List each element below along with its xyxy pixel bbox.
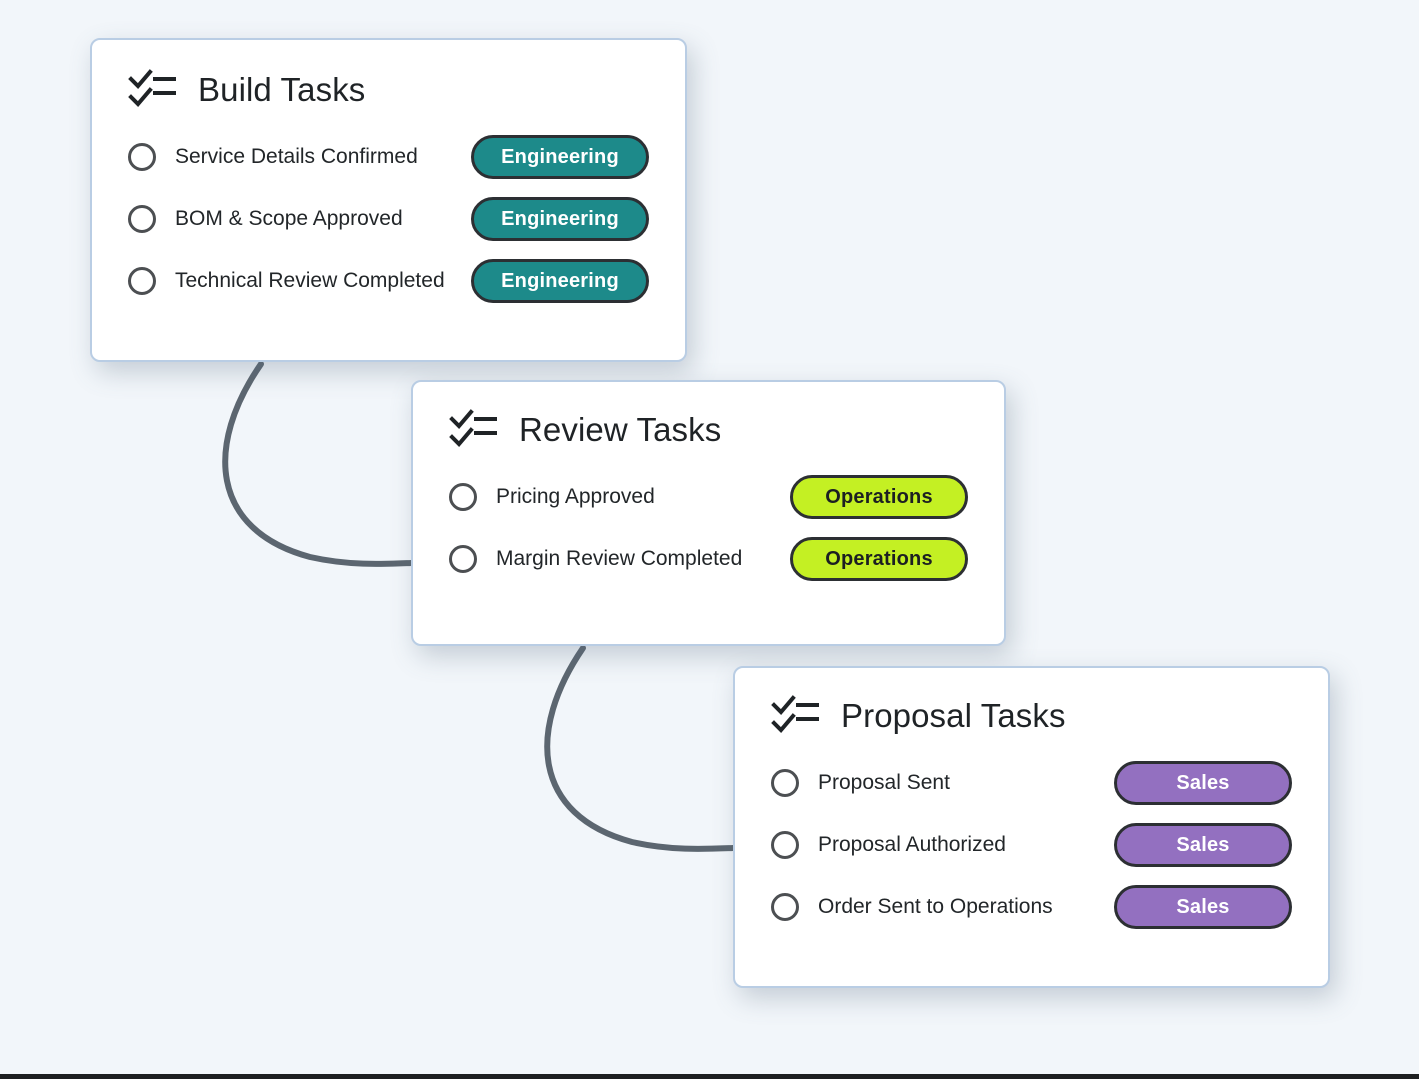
card-header: Review Tasks	[413, 382, 1004, 450]
task-row[interactable]: Proposal Authorized Sales	[771, 814, 1292, 876]
task-row[interactable]: Service Details Confirmed Engineering	[128, 126, 649, 188]
card-title: Proposal Tasks	[841, 696, 1066, 734]
task-label: BOM & Scope Approved	[175, 207, 403, 230]
list-checks-icon	[771, 695, 819, 733]
task-label: Proposal Authorized	[818, 833, 1006, 856]
circle-unchecked-icon[interactable]	[771, 769, 799, 797]
owner-badge[interactable]: Operations	[790, 537, 968, 581]
owner-badge[interactable]: Operations	[790, 475, 968, 519]
owner-badge[interactable]: Sales	[1114, 885, 1292, 929]
card-title: Review Tasks	[519, 410, 722, 448]
card-review-tasks[interactable]: Review Tasks Pricing Approved Operations…	[411, 380, 1006, 646]
task-row[interactable]: Proposal Sent Sales	[771, 752, 1292, 814]
task-label: Pricing Approved	[496, 485, 655, 508]
card-header: Build Tasks	[92, 40, 685, 110]
circle-unchecked-icon[interactable]	[128, 143, 156, 171]
task-list: Pricing Approved Operations Margin Revie…	[413, 466, 1004, 590]
owner-badge[interactable]: Engineering	[471, 197, 649, 241]
task-row[interactable]: Order Sent to Operations Sales	[771, 876, 1292, 938]
owner-badge[interactable]: Engineering	[471, 259, 649, 303]
list-checks-icon	[449, 409, 497, 447]
circle-unchecked-icon[interactable]	[771, 831, 799, 859]
owner-badge[interactable]: Sales	[1114, 823, 1292, 867]
task-row[interactable]: Margin Review Completed Operations	[449, 528, 968, 590]
task-label: Technical Review Completed	[175, 269, 445, 292]
card-header: Proposal Tasks	[735, 668, 1328, 736]
task-label: Order Sent to Operations	[818, 895, 1053, 918]
task-row[interactable]: Technical Review Completed Engineering	[128, 250, 649, 312]
task-row[interactable]: BOM & Scope Approved Engineering	[128, 188, 649, 250]
list-checks-icon	[128, 69, 176, 107]
circle-unchecked-icon[interactable]	[449, 483, 477, 511]
bottom-rule	[0, 1074, 1419, 1079]
task-label: Proposal Sent	[818, 771, 950, 794]
task-label: Margin Review Completed	[496, 547, 743, 570]
circle-unchecked-icon[interactable]	[128, 205, 156, 233]
connector-review-to-proposal	[544, 645, 736, 852]
circle-unchecked-icon[interactable]	[449, 545, 477, 573]
card-title: Build Tasks	[198, 70, 366, 108]
card-build-tasks[interactable]: Build Tasks Service Details Confirmed En…	[90, 38, 687, 362]
owner-badge[interactable]: Engineering	[471, 135, 649, 179]
owner-badge[interactable]: Sales	[1114, 761, 1292, 805]
card-proposal-tasks[interactable]: Proposal Tasks Proposal Sent Sales Propo…	[733, 666, 1330, 988]
circle-unchecked-icon[interactable]	[771, 893, 799, 921]
task-row[interactable]: Pricing Approved Operations	[449, 466, 968, 528]
connector-build-to-review	[222, 361, 414, 567]
circle-unchecked-icon[interactable]	[128, 267, 156, 295]
task-list: Service Details Confirmed Engineering BO…	[92, 126, 685, 312]
task-label: Service Details Confirmed	[175, 145, 418, 168]
task-list: Proposal Sent Sales Proposal Authorized …	[735, 752, 1328, 938]
